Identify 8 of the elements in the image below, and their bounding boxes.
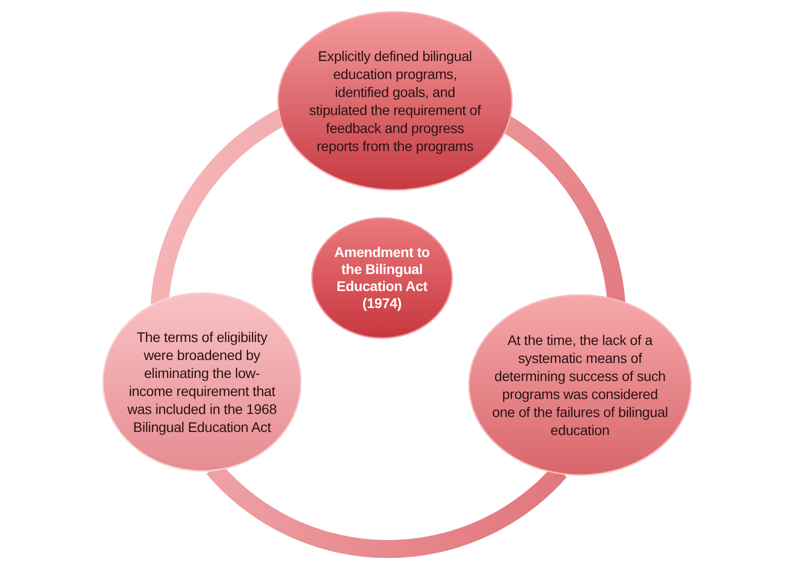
node-text: Explicitly defined bilingual education programs, identified goals, and stipulated the requirement of feedback and progress reports from the programs <box>308 47 482 155</box>
ellipse-node <box>311 217 453 339</box>
ellipse-node <box>102 292 302 472</box>
node-text: The terms of eligibility were broadened by eliminating the low-income requirement that was included in the 1968 Bilingual Education Act <box>127 328 277 436</box>
node-text: Amendment to the Bilingual Education Act (1974) <box>333 244 431 312</box>
ellipse-node <box>277 11 513 191</box>
ellipse-node <box>468 294 692 476</box>
node-text: At the time, the lack of a systematic means of determining success of such programs was considered one of the failures of bilingual education <box>491 331 669 439</box>
